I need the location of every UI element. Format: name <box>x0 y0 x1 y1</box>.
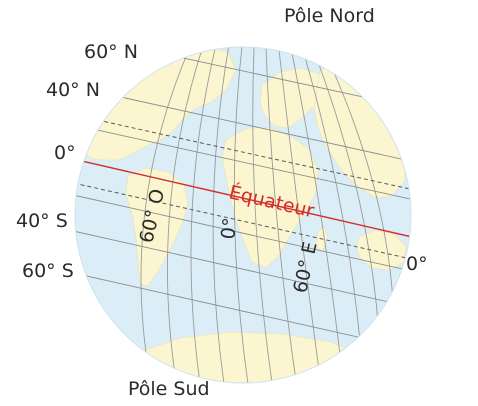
label-pole-north: Pôle Nord <box>284 5 375 27</box>
label-lat-60n: 60° N <box>84 41 138 63</box>
equator-line <box>75 155 411 249</box>
label-lat-40n: 40° N <box>46 79 100 101</box>
parallel-40n <box>79 87 411 173</box>
europe <box>259 67 333 129</box>
meridians <box>140 47 395 383</box>
parallel-20s <box>75 191 411 283</box>
label-equator-left: 0° <box>54 142 76 164</box>
parallel-20n <box>75 123 411 211</box>
label-lat-60s: 60° S <box>22 260 74 282</box>
tropic-cancer <box>75 113 411 201</box>
label-lat-40s: 40° S <box>16 210 68 232</box>
lon-0-label: 0° <box>217 216 241 240</box>
label-equator-right: 0° <box>406 253 428 275</box>
tropic-capricorn <box>75 179 411 271</box>
label-pole-south: Pôle Sud <box>128 378 210 400</box>
globe-outline <box>74 46 412 384</box>
australia <box>355 229 407 271</box>
tropics <box>75 113 411 271</box>
